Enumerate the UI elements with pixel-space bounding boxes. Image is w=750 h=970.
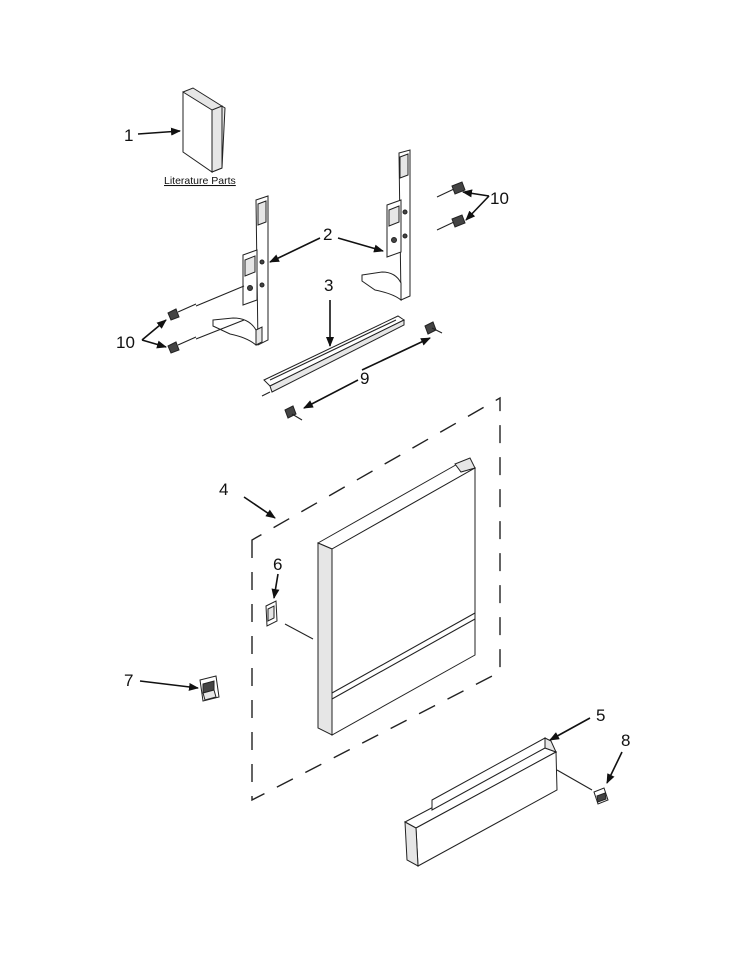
left-bracket: [212, 195, 269, 347]
foot-part: [593, 787, 609, 805]
screw-lower-left-2: [167, 336, 197, 354]
clip-guide-line: [284, 623, 314, 640]
leader-2-left: [269, 237, 321, 263]
leader-7: [139, 680, 199, 691]
callout-2: 2: [323, 225, 332, 244]
leader-5: [549, 717, 591, 741]
leader-9-left: [303, 379, 359, 409]
leader-1: [137, 127, 181, 136]
callout-7: 7: [124, 671, 133, 690]
door-assembly-boundary: [251, 396, 501, 802]
screw-upper-right-1: [436, 181, 466, 198]
screw-upper-right-2: [436, 214, 466, 231]
leader-8: [606, 751, 623, 784]
leader-9-right: [361, 337, 431, 371]
right-bracket: [361, 149, 411, 302]
callout-10-lower: 10: [116, 333, 135, 352]
callout-5: 5: [596, 706, 605, 725]
callout-6: 6: [273, 555, 282, 574]
leader-2-right: [337, 237, 384, 253]
literature-parts-label: Literature Parts: [164, 175, 236, 187]
callout-3: 3: [324, 276, 333, 295]
callout-1: 1: [124, 126, 133, 145]
leader-10-lower-2: [141, 339, 167, 349]
clip-part: [265, 600, 278, 627]
callout-8: 8: [621, 731, 630, 750]
latch-part: [199, 675, 220, 702]
rail-strip: [261, 315, 405, 397]
leader-10-upper-2: [465, 195, 490, 221]
leader-4: [243, 496, 276, 519]
callout-9: 9: [360, 369, 369, 388]
leader-10-upper-1: [462, 189, 490, 198]
screw-rail-right: [424, 321, 443, 335]
toe-kick-panel: [403, 737, 558, 867]
literature-booklet: [182, 87, 226, 173]
foot-guide-line: [556, 769, 593, 791]
leader-10-lower-1: [141, 319, 167, 341]
callout-10-upper: 10: [490, 189, 509, 208]
screw-guide-line-2: [195, 319, 245, 340]
screw-guide-line-1: [195, 285, 245, 307]
door-panel: [316, 457, 477, 736]
screw-rail-left: [284, 405, 303, 421]
leader-6: [271, 573, 280, 599]
screw-lower-left-1: [167, 303, 197, 321]
callout-4: 4: [219, 480, 228, 499]
